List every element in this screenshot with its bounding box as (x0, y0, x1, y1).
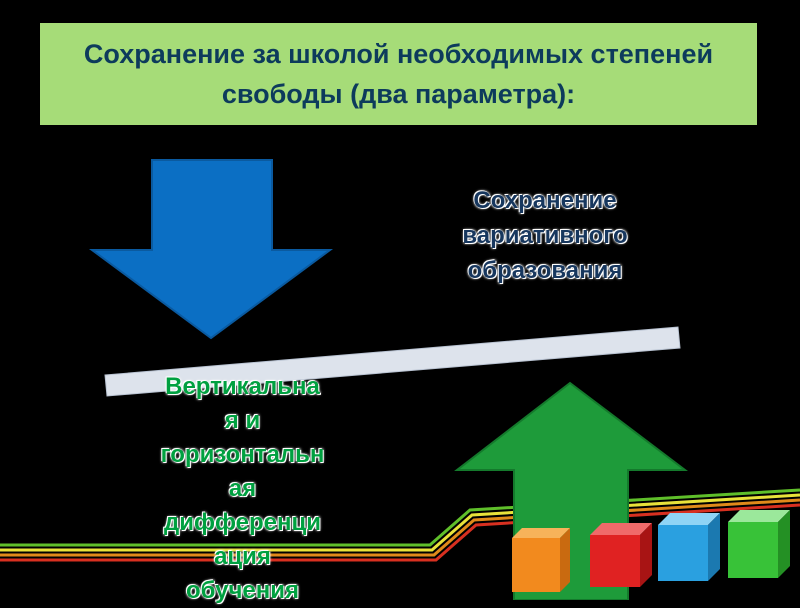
label-line: ация (214, 543, 271, 570)
label-line: я и (224, 407, 261, 434)
label-line: горизонтальн (160, 441, 325, 468)
balance-bar (104, 326, 681, 397)
cube-green (728, 510, 790, 578)
bottom-stripes (0, 488, 800, 562)
arrow-down-icon (88, 159, 334, 340)
cubes-decoration (512, 510, 790, 592)
slide-title: Сохранение за школой необходимых степене… (83, 39, 714, 109)
label-line: Вертикальна (165, 373, 320, 400)
label-variative-education: Сохранение вариативного образования (462, 187, 628, 284)
label-differentiation: Вертикальна я и горизонтальн ая дифферен… (120, 370, 365, 608)
label-line: дифференци (163, 509, 322, 536)
title-banner: Сохранение за школой необходимых степене… (40, 23, 757, 125)
cube-red (590, 523, 652, 587)
cube-orange (512, 528, 570, 592)
label-line: ая (228, 475, 257, 502)
cube-blue (658, 513, 720, 581)
label-line: обучения (185, 577, 300, 604)
